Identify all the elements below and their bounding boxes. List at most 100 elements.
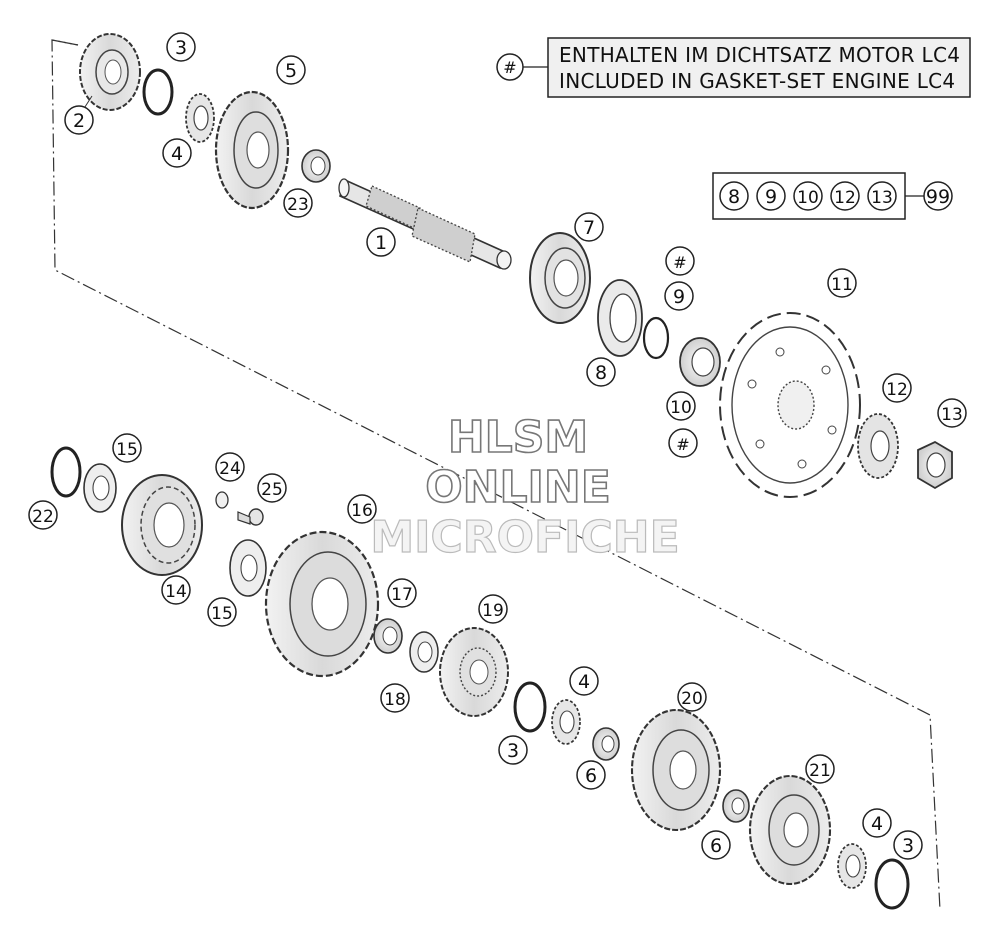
callout-circle	[827, 268, 857, 298]
callout-label: 8	[595, 362, 607, 384]
callout-circle	[112, 433, 142, 463]
callout-circle	[701, 830, 731, 860]
watermark-line-2: ONLINE	[425, 462, 611, 513]
gear-16-large	[264, 530, 380, 678]
callout-label: 18	[384, 690, 406, 710]
callout-label: 16	[351, 501, 373, 521]
washer-4-middle	[551, 699, 581, 745]
callout-circle	[937, 398, 967, 428]
screw-25	[237, 508, 264, 526]
kit-item-label: 10	[797, 188, 819, 208]
callout-circle	[166, 32, 196, 62]
washer-15-right	[229, 539, 267, 597]
callout-label: 21	[809, 761, 831, 781]
callout-circle	[387, 578, 417, 608]
callout-circle	[64, 105, 94, 135]
circlip-22	[50, 446, 82, 498]
kit-item-circle	[830, 181, 860, 211]
watermark-line-1: HLSM	[448, 412, 588, 463]
gear-20	[630, 708, 722, 832]
callout-label: 10	[670, 398, 692, 418]
callout-circle	[862, 808, 892, 838]
sprocket-11	[719, 312, 861, 498]
legend-box	[547, 37, 971, 98]
callout-circle	[664, 281, 694, 311]
callout-label: 3	[507, 740, 519, 762]
needle-bearing-6-middle	[592, 727, 620, 761]
kit-item-circle	[756, 181, 786, 211]
callout-label: 3	[902, 835, 914, 857]
callout-label: #	[673, 253, 686, 272]
callout-label: 20	[681, 689, 703, 709]
callout-label: 25	[261, 480, 283, 500]
watermark-line-3: MICROFICHE	[370, 512, 679, 563]
callout-circle	[28, 500, 58, 530]
callout-circle	[668, 428, 698, 458]
callout-label: 24	[219, 459, 241, 479]
collar-nut-13	[917, 440, 953, 490]
callout-label: 15	[211, 604, 233, 624]
callout-circle	[162, 138, 192, 168]
ball-bearing-7	[529, 232, 591, 324]
circlip-3-bottom	[874, 858, 910, 910]
kit-item-label: 12	[834, 188, 856, 208]
callout-label: 6	[585, 765, 597, 787]
legend-line-2: INCLUDED IN GASKET-SET ENGINE LC4	[559, 69, 955, 93]
callout-label: 19	[482, 601, 504, 621]
callout-circle	[665, 246, 695, 276]
callout-label: 3	[175, 37, 187, 59]
callout-layer: 12345237#981110#121315222425141516171819…	[28, 32, 967, 860]
callout-circle	[574, 212, 604, 242]
callout-circle	[347, 494, 377, 524]
kit-item-label: 9	[765, 186, 777, 208]
washer-15-left	[83, 463, 117, 513]
gear-5	[214, 90, 290, 210]
callout-label: 1	[375, 232, 387, 254]
callout-label: 23	[287, 195, 309, 215]
callout-circle	[569, 666, 599, 696]
circlip-3-top	[142, 68, 174, 116]
kit-result-label: 99	[926, 186, 950, 208]
gear-21	[748, 774, 832, 886]
callout-circle	[257, 473, 287, 503]
callout-circle	[893, 830, 923, 860]
callout-circle	[366, 227, 396, 257]
gear-19	[439, 627, 509, 717]
callout-circle	[276, 55, 306, 85]
callout-circle	[805, 754, 835, 784]
callout-label: 22	[32, 507, 54, 527]
callout-circle	[677, 682, 707, 712]
washer-24	[215, 491, 229, 509]
callout-circle	[161, 575, 191, 605]
callout-label: 15	[116, 440, 138, 460]
main-shaft-1	[338, 178, 512, 270]
roller-bearing-14	[121, 474, 203, 576]
callout-label: 4	[871, 813, 883, 835]
callout-label: 9	[673, 286, 685, 308]
needle-bearing-23	[301, 149, 331, 183]
legend-marker: #	[503, 58, 516, 77]
kit-item-label: 8	[728, 186, 740, 208]
callout-label: 6	[710, 835, 722, 857]
callout-label: 4	[171, 143, 183, 165]
lock-washer-12	[857, 413, 899, 479]
callout-label: 7	[583, 217, 595, 239]
callout-label: 4	[578, 671, 590, 693]
gear-2-small	[79, 33, 141, 111]
spacer-10	[679, 337, 721, 387]
callout-label: #	[676, 435, 689, 454]
callout-label: 5	[285, 60, 297, 82]
callout-label: 14	[165, 582, 187, 602]
needle-bearing-17	[373, 618, 403, 654]
callout-label: 12	[886, 380, 908, 400]
callout-label: 13	[941, 405, 963, 425]
kit-result-circle	[923, 181, 953, 211]
callout-circle	[283, 188, 313, 218]
callout-circle	[666, 391, 696, 421]
kit-item-circle	[719, 181, 749, 211]
callout-label: 17	[391, 585, 413, 605]
callout-circle	[498, 735, 528, 765]
